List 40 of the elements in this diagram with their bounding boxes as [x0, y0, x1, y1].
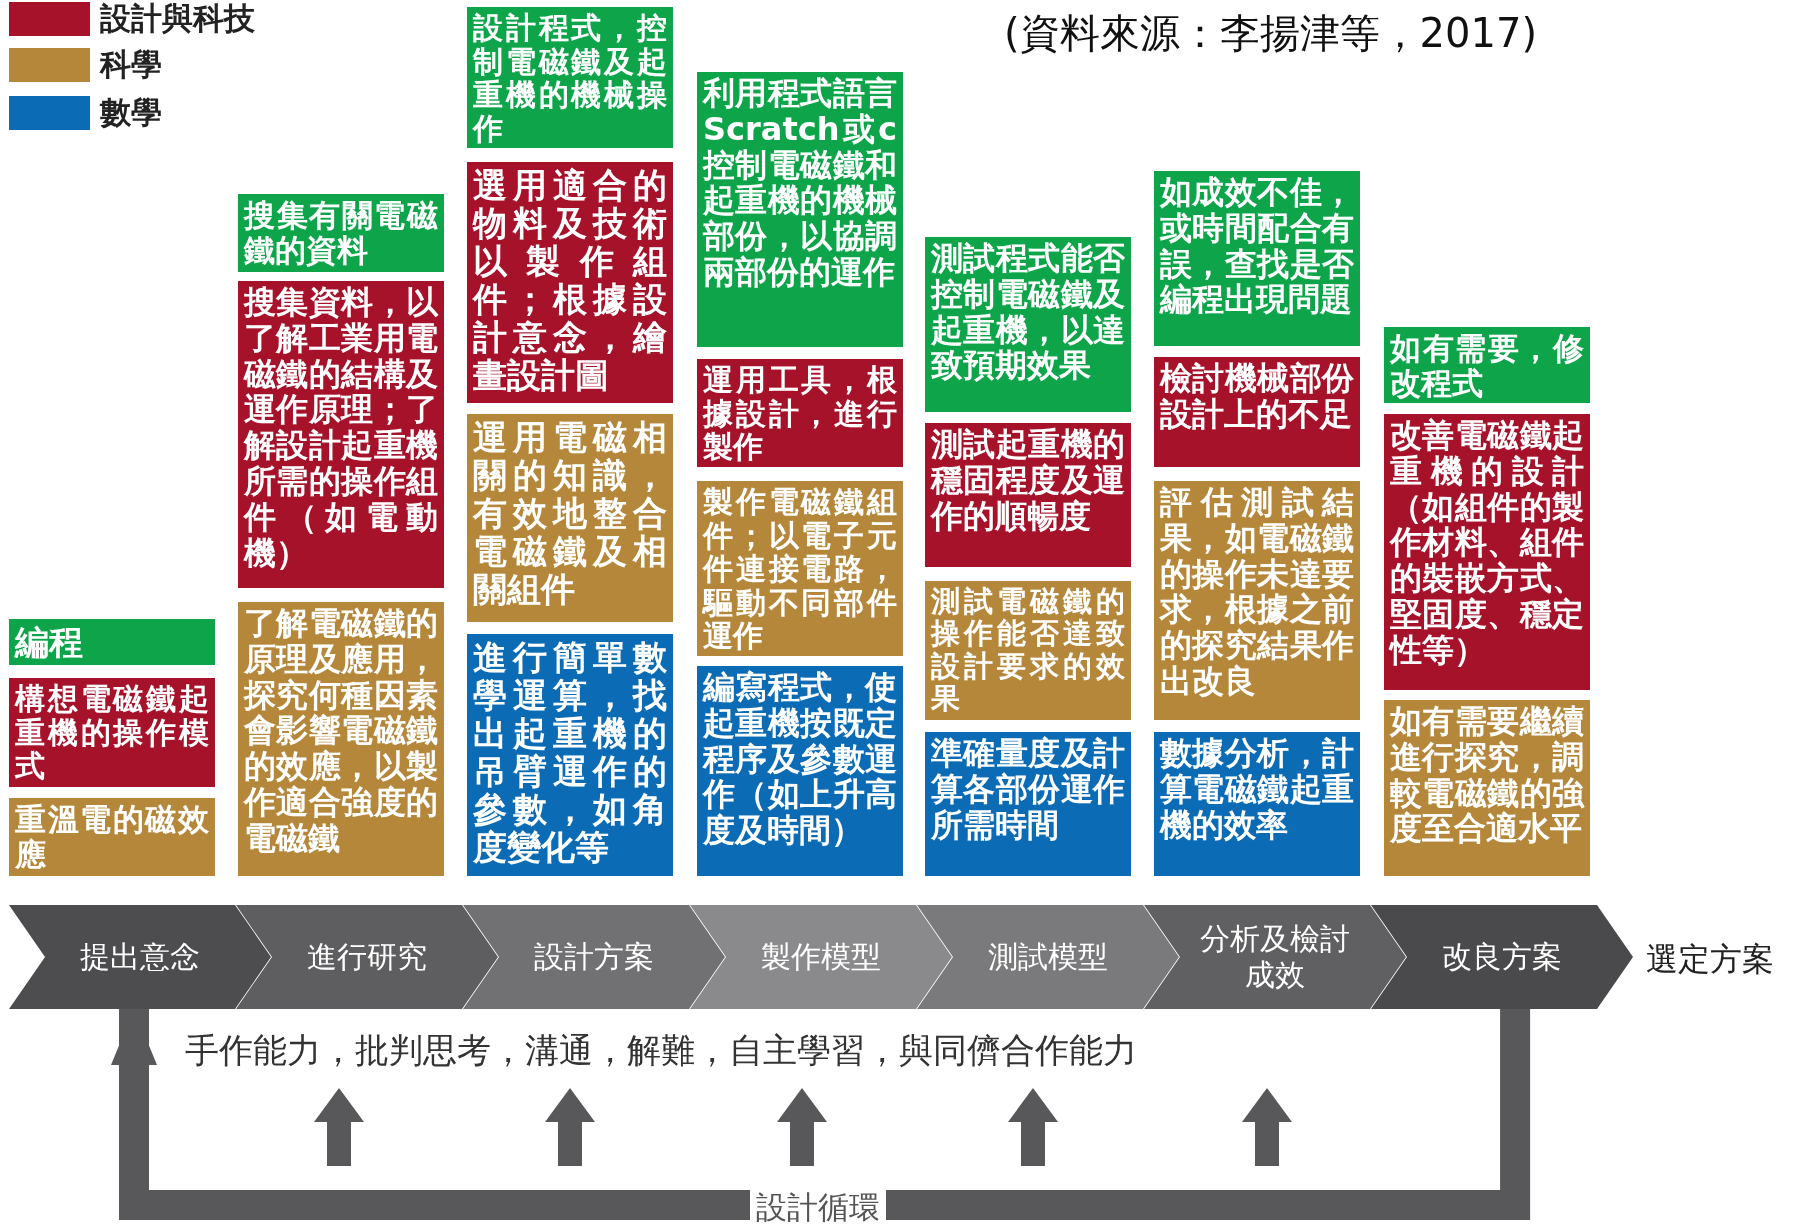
subject-box: 測試起重機的穩固程度及運作的順暢度: [925, 423, 1131, 567]
chevron-step: 進行研究: [236, 905, 498, 1009]
subject-box: 改善電磁鐵起重機的設計（如組件的製作材料、組件的裝嵌方式、堅固度、穩定性等）: [1384, 414, 1590, 690]
subject-box: 測試電磁鐵的操作能否達致設計要求的效果: [925, 581, 1131, 720]
legend-label: 數學: [100, 93, 162, 132]
subject-box: 了解電磁鐵的原理及應用，探究何種因素會影響電磁鐵的效應，以製作適合強度的電磁鐵: [238, 602, 444, 876]
subject-box: 重溫電的磁效應: [9, 798, 215, 876]
skills-text: 手作能力，批判思考，溝通，解難，自主學習，與同儕合作能力: [185, 1029, 1137, 1072]
subject-box: 製作電磁鐵組件；以電子元件連接電路，驅動不同部件運作: [697, 481, 903, 656]
step-label: 選定方案: [1646, 938, 1774, 982]
subject-box: 數據分析，計算電磁鐵起重機的效率: [1154, 732, 1360, 876]
chevron-step: 分析及檢討成效: [1144, 905, 1406, 1009]
chevron-step: 測試模型: [917, 905, 1179, 1009]
subject-box: 運用電磁相關的知識，有效地整合電磁鐵及相關組件: [467, 414, 673, 622]
subject-box: 評估測試結果，如電磁鐵的操作未達要求，根據之前的探究結果作出改良: [1154, 481, 1360, 720]
source-caption: (資料來源：李揚津等，2017): [1004, 9, 1537, 58]
subject-box: 選用適合的物料及技術以製作組件；根據設計意念，繪畫設計圖: [467, 162, 673, 403]
subject-box: 檢討機械部份設計上的不足: [1154, 357, 1360, 467]
chevron-step: 設計方案: [463, 905, 725, 1009]
chevron-step: 提出意念: [9, 905, 271, 1009]
subject-box: 如有需要，修改程式: [1384, 327, 1590, 403]
legend-label: 科學: [100, 45, 162, 84]
subject-box: 如有需要繼續進行探究，調較電磁鐵的強度至合適水平: [1384, 700, 1590, 876]
chevron-step: 改良方案: [1371, 905, 1633, 1009]
subject-box: 測試程式能否控制電磁鐵及起重機，以達致預期效果: [925, 237, 1131, 412]
subject-box: 準確量度及計算各部份運作所需時間: [925, 732, 1131, 876]
subject-box: 利用程式語言Scratch或c控制電磁鐵和起重機的機械部份，以協調兩部份的運作: [697, 72, 903, 347]
subject-box: 編程: [9, 619, 215, 665]
edge-label: 設計循環: [749, 1188, 886, 1226]
subject-box: 搜集資料，以了解工業用電磁鐵的結構及運作原理；了解設計起重機所需的操作組件（如電動機）: [238, 281, 444, 588]
legend-label: 設計與科技: [100, 0, 255, 38]
subject-box: 運用工具，根據設計，進行製作: [697, 359, 903, 467]
subject-box: 進行簡單數學運算，找出起重機的吊臂運作的參數，如角度變化等: [467, 634, 673, 876]
chevron-step: 製作模型: [690, 905, 952, 1009]
subject-box: 編寫程式，使起重機按既定程序及參數運作（如上升高度及時間）: [697, 666, 903, 876]
subject-box: 構想電磁鐵起重機的操作模式: [9, 678, 215, 787]
loop-arrow: [111, 1009, 1531, 1220]
subject-box: 設計程式，控制電磁鐵及起重機的機械操作: [467, 7, 673, 148]
subject-box: 如成效不佳，或時間配合有誤，查找是否編程出現問題: [1154, 171, 1360, 346]
subject-box: 搜集有關電磁鐵的資料: [238, 194, 444, 272]
